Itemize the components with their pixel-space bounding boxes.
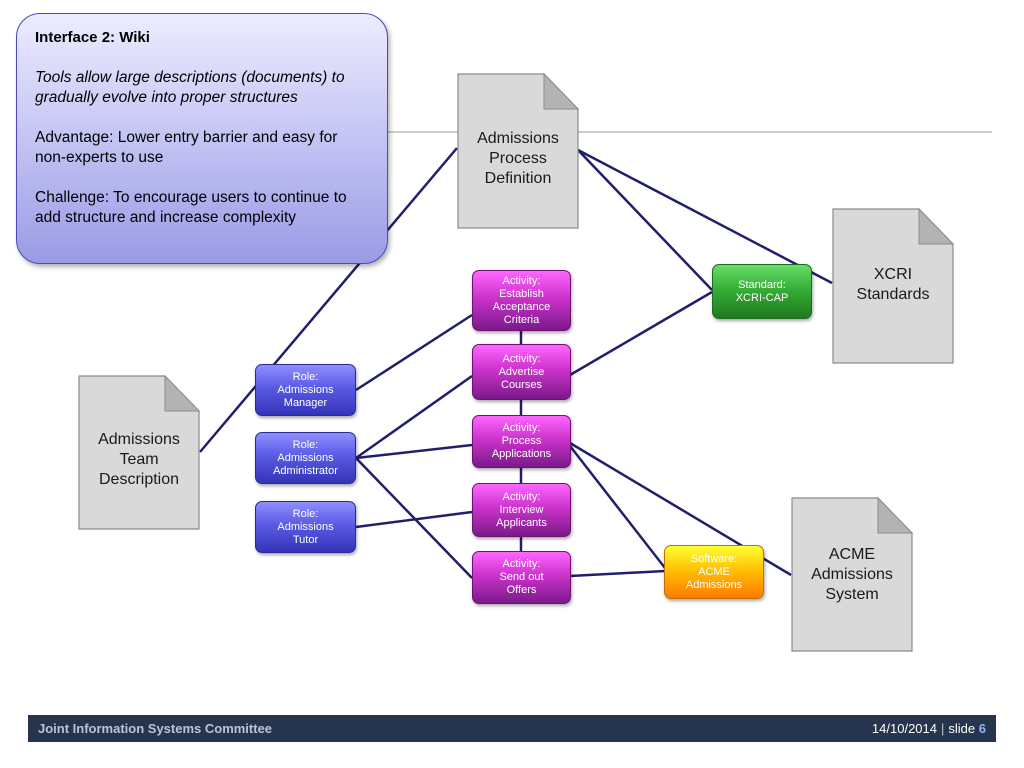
footer-separator: | <box>941 721 945 736</box>
doc-process-definition: Admissions Process Definition <box>457 73 579 229</box>
footer-slide-info: 14/10/2014 |slide 6 <box>872 721 986 736</box>
footer-org-name: Joint Information Systems Committee <box>38 721 273 736</box>
connector-process-to-software <box>569 445 666 569</box>
connector-definition-to-standard <box>577 149 713 291</box>
activity-interview-applicants: Activity: Interview Applicants <box>472 483 571 537</box>
role-admissions-tutor: Role: Admissions Tutor <box>255 501 356 553</box>
role-admissions-administrator: Role: Admissions Administrator <box>255 432 356 484</box>
connector-manager-to-establish <box>355 313 473 392</box>
connector-tutor-to-interview <box>355 510 473 529</box>
doc-acme-system: ACME Admissions System <box>791 497 913 652</box>
activity-establish-acceptance-criteria: Activity: Establish Acceptance Criteria <box>472 270 571 331</box>
software-acme-admissions: Software: ACME Admissions <box>664 545 764 599</box>
activity-advertise-courses: Activity: Advertise Courses <box>472 344 571 400</box>
doc-process-definition-label: Admissions Process Definition <box>477 130 559 187</box>
doc-team-description: Admissions Team Description <box>78 375 200 530</box>
callout-challenge: Challenge: To encourage users to continu… <box>35 189 347 226</box>
doc-team-description-label: Admissions Team Description <box>98 431 180 488</box>
standard-xcri-cap: Standard: XCRI-CAP <box>712 264 812 319</box>
connector-admin-to-send <box>355 457 473 579</box>
activity-send-out-offers: Activity: Send out Offers <box>472 551 571 604</box>
footer-slide-number: 6 <box>978 721 986 736</box>
activity-process-applications: Activity: Process Applications <box>472 415 571 468</box>
role-admissions-manager: Role: Admissions Manager <box>255 364 356 416</box>
connector-definition-to-xcri <box>577 148 833 285</box>
callout-box: Interface 2: Wiki Tools allow large desc… <box>16 13 388 264</box>
connector-admin-to-advertise <box>355 374 473 460</box>
connector-send-to-software <box>569 569 666 578</box>
callout-description: Tools allow large descriptions (document… <box>35 69 345 106</box>
connector-admin-to-process <box>355 443 473 460</box>
doc-xcri-standards: XCRI Standards <box>832 208 954 364</box>
doc-xcri-standards-label: XCRI Standards <box>856 266 930 303</box>
callout-title: Interface 2: Wiki <box>35 29 150 46</box>
footer-slide-label: slide <box>948 721 976 736</box>
connector-standard-to-advertise <box>569 290 713 377</box>
footer-bar: Joint Information Systems Committee 14/1… <box>28 715 996 742</box>
footer-date: 14/10/2014 <box>871 721 937 736</box>
callout-advantage: Advantage: Lower entry barrier and easy … <box>35 129 338 166</box>
connector-team-to-definition <box>199 147 458 453</box>
doc-acme-system-label: ACME Admissions System <box>811 546 893 603</box>
